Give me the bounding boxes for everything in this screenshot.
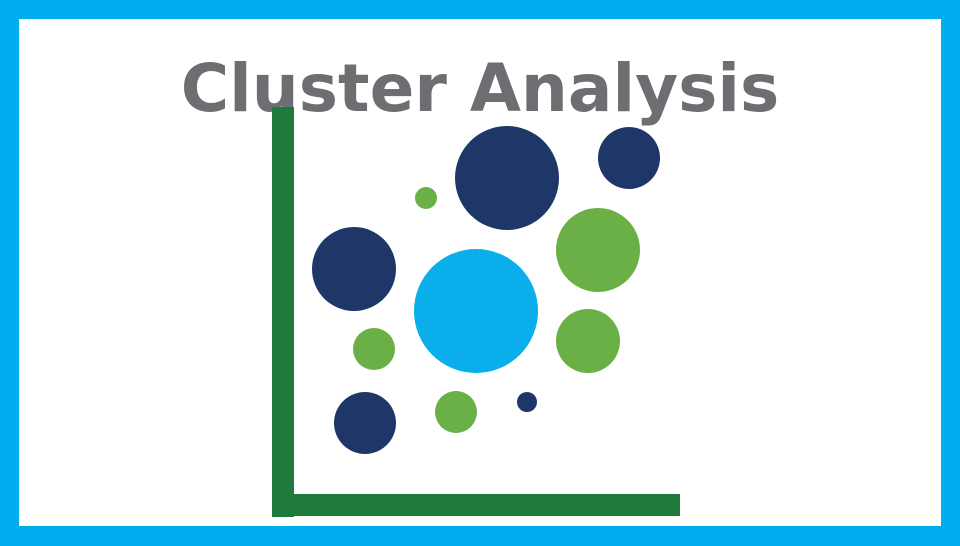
bubble-cyan-center [414, 249, 538, 373]
y-axis-bar [272, 107, 294, 517]
bubble-navy-top-right [598, 127, 660, 189]
cluster-scatter-illustration [272, 107, 680, 517]
bubble-navy-large-top [455, 126, 559, 230]
bubble-green-tiny-top [415, 187, 437, 209]
white-panel: Cluster Analysis [19, 19, 941, 526]
bubble-green-bottom [435, 391, 477, 433]
x-axis-bar [272, 494, 680, 516]
bubble-navy-bottom-left [334, 392, 396, 454]
bubble-navy-left [312, 227, 396, 311]
bubble-green-right-upper [556, 208, 640, 292]
bubble-navy-tiny-bottom [517, 392, 537, 412]
bubble-green-left-small [353, 328, 395, 370]
bubble-green-right-lower [556, 309, 620, 373]
